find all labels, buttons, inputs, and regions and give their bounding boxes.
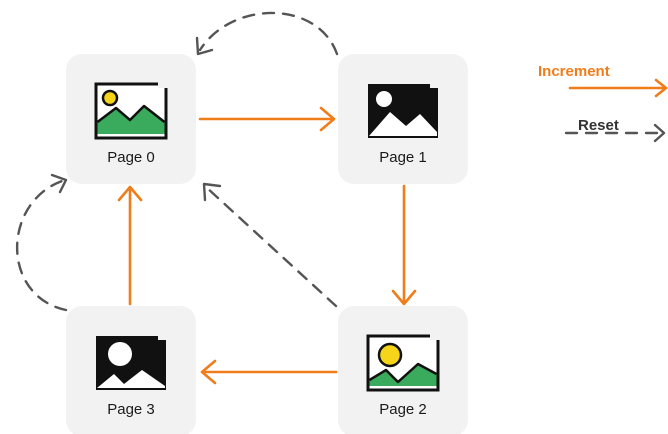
page-2-card[interactable]: Page 2 [338,306,468,434]
page-2-label: Page 2 [379,401,427,418]
increment-arrow-3-to-0 [117,185,143,306]
page-3-card[interactable]: Page 3 [66,306,196,434]
reset-arrow-2-to-0 [202,182,338,308]
page-1-label: Page 1 [379,149,427,166]
legend-reset-arrow [564,123,666,143]
image-icon-outline [94,82,168,140]
reset-arrow-1-to-0 [195,11,339,56]
page-0-label: Page 0 [107,149,155,166]
page-0-card[interactable]: Page 0 [66,54,196,184]
legend-increment-arrow [568,78,668,98]
reset-arrow-3-to-0 [15,173,68,312]
legend-increment-label: Increment [538,63,610,80]
legend-reset-label: Reset [578,117,619,134]
image-icon-inverted-large-sun [96,334,168,390]
increment-arrow-0-to-1 [198,106,336,132]
image-icon-outline-large-sun [366,334,440,392]
increment-arrow-2-to-3 [200,359,338,385]
page-3-label: Page 3 [107,401,155,418]
increment-arrow-1-to-2 [391,184,417,306]
image-icon-inverted [368,82,440,138]
page-1-card[interactable]: Page 1 [338,54,468,184]
